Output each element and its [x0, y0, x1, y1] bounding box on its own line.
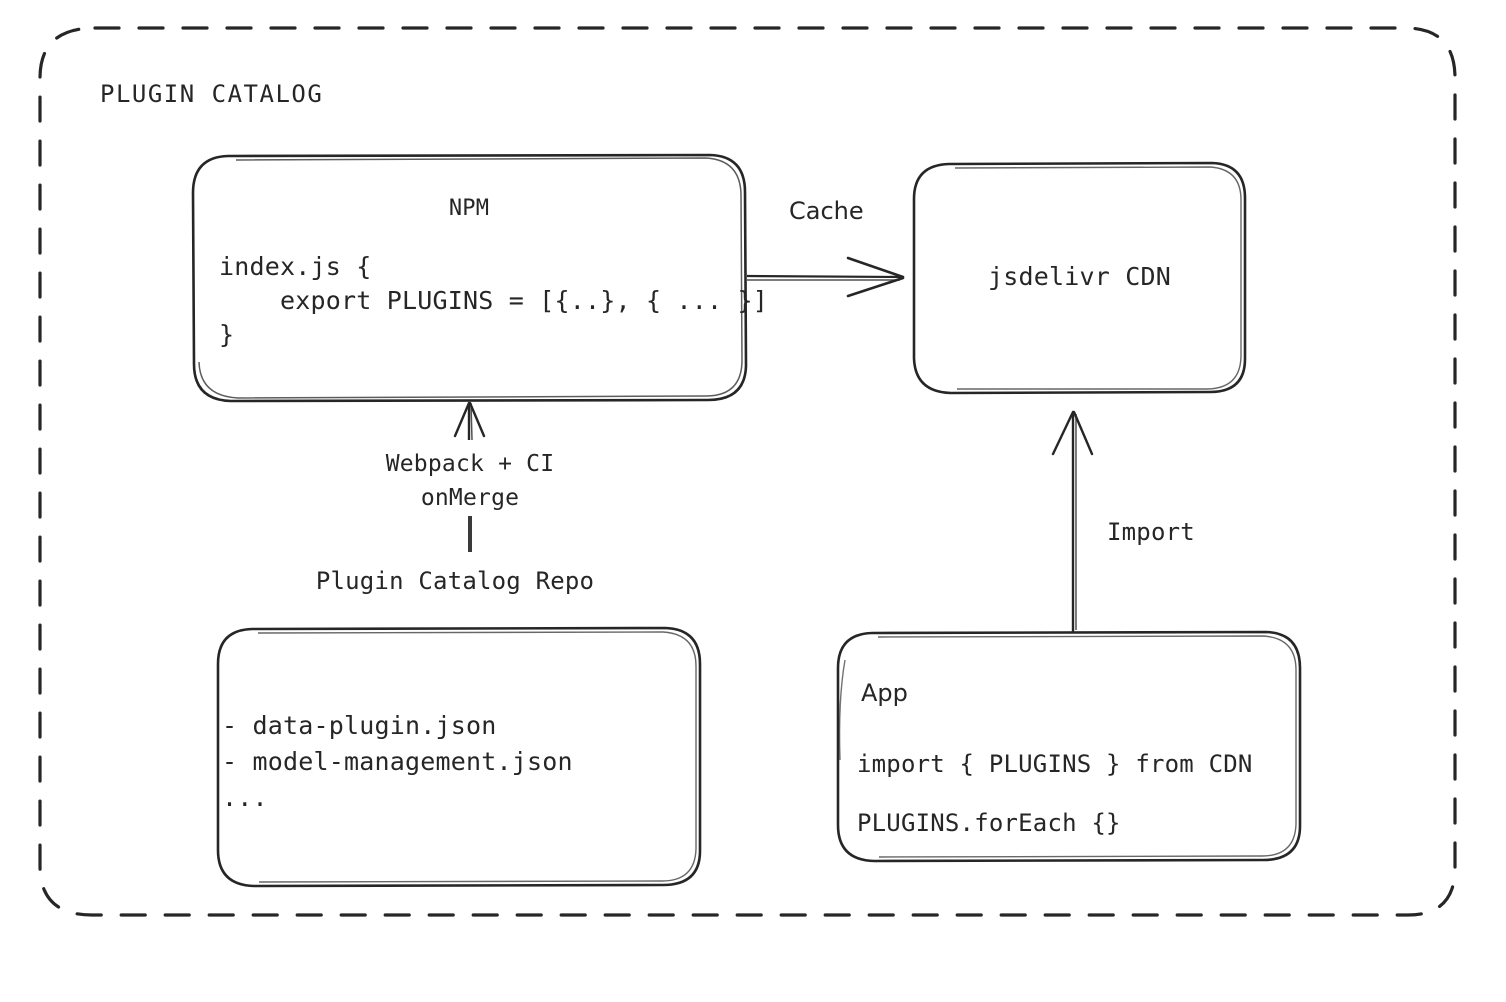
app-code-line-2: PLUGINS.forEach {} [857, 809, 1121, 837]
edge-label-line-2: onMerge [420, 485, 520, 511]
arrow-npm-to-cdn [746, 256, 905, 298]
repo-file-item-2: - model-management.json [222, 747, 573, 776]
repo-node-caption: Plugin Catalog Repo [315, 567, 595, 595]
repo-node-file-list: - data-plugin.json - model-management.js… [222, 708, 573, 816]
npm-code-line-1: index.js { [219, 252, 372, 281]
npm-code-line-2: export PLUGINS = [{..}, { ... }] [219, 286, 769, 315]
group-title: PLUGIN CATALOG [100, 80, 324, 108]
cdn-node-title: jsdelivr CDN [987, 262, 1171, 291]
app-node-code: import { PLUGINS } from CDN PLUGINS.forE… [857, 735, 1253, 853]
repo-file-item-1: - data-plugin.json [222, 711, 497, 740]
npm-code-line-3: } [219, 320, 235, 349]
edge-label-cache: Cache [789, 197, 864, 225]
edge-label-import: Import [1107, 518, 1195, 546]
repo-file-item-3: ... [222, 783, 268, 812]
npm-node-title: NPM [448, 196, 490, 221]
npm-node-code: index.js { export PLUGINS = [{..}, { ...… [219, 250, 768, 352]
app-node-title: App [861, 679, 908, 707]
edge-label-line-1: Webpack + CI [385, 451, 555, 477]
edge-label-webpack-ci: Webpack + CI onMerge [340, 447, 600, 515]
arrow-app-to-cdn [1051, 410, 1094, 632]
app-code-line-1: import { PLUGINS } from CDN [857, 750, 1253, 778]
